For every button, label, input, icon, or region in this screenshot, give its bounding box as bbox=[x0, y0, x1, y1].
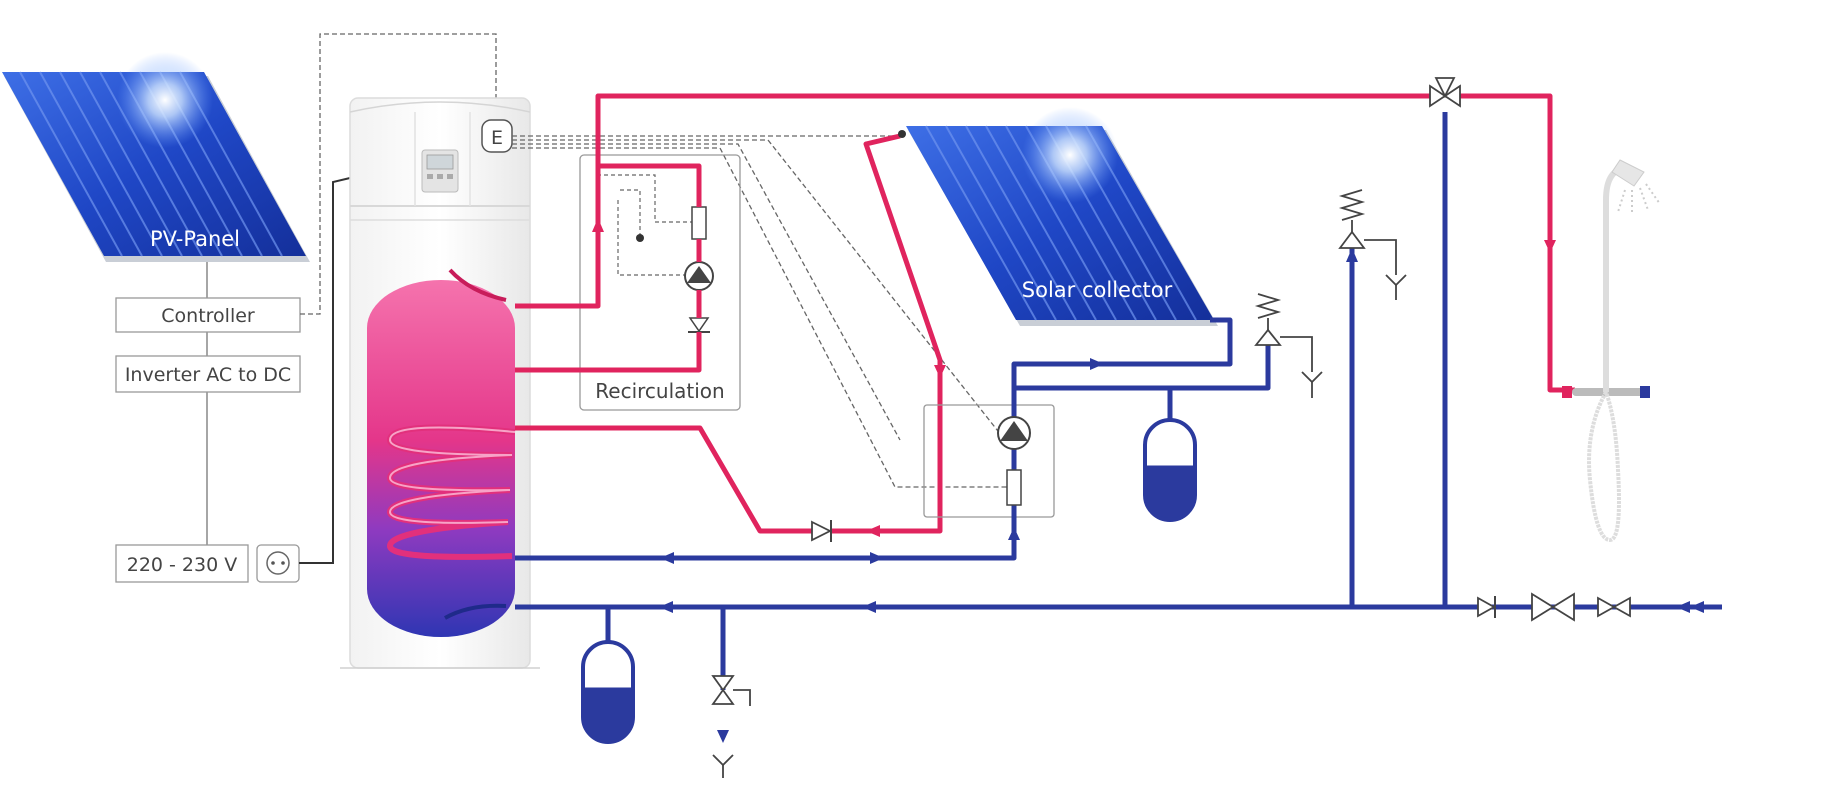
controller-label: Controller bbox=[161, 305, 255, 327]
electric-element-label: E bbox=[491, 127, 503, 149]
solar-safety-valve bbox=[1254, 293, 1323, 398]
solar-collector-label: Solar collector bbox=[1022, 278, 1173, 302]
hot-water-tank bbox=[367, 268, 516, 637]
solar-expansion-vessel bbox=[1143, 418, 1197, 522]
mains-voltage-box: 220 - 230 V bbox=[115, 544, 249, 583]
control-wiring bbox=[512, 135, 1015, 488]
recirculation-module: Recirculation bbox=[579, 154, 741, 411]
power-socket-icon bbox=[256, 544, 300, 583]
pv-panel-label: PV-Panel bbox=[150, 227, 240, 251]
mains-voltage-label: 220 - 230 V bbox=[127, 554, 238, 576]
inverter-box: Inverter AC to DC bbox=[115, 355, 301, 393]
solar-circulation-pump bbox=[997, 416, 1031, 506]
pv-panel: PV-Panel bbox=[2, 52, 310, 262]
shower-icon bbox=[1562, 159, 1661, 543]
solar-pump-station bbox=[923, 404, 1055, 518]
main-expansion-vessel bbox=[581, 640, 635, 744]
drain-valve bbox=[711, 675, 751, 778]
recirculation-label: Recirculation bbox=[595, 379, 724, 403]
mixing-valve bbox=[1429, 77, 1461, 108]
controller-box: Controller bbox=[115, 297, 301, 333]
cold-water-lines bbox=[515, 112, 1722, 690]
solar-collector: Solar collector bbox=[898, 107, 1218, 326]
cold-safety-valve bbox=[1338, 189, 1407, 300]
inverter-label: Inverter AC to DC bbox=[125, 364, 291, 386]
check-valve-solar bbox=[811, 520, 833, 542]
inlet-valves bbox=[1477, 592, 1704, 622]
electric-heating-element: E bbox=[481, 119, 513, 153]
